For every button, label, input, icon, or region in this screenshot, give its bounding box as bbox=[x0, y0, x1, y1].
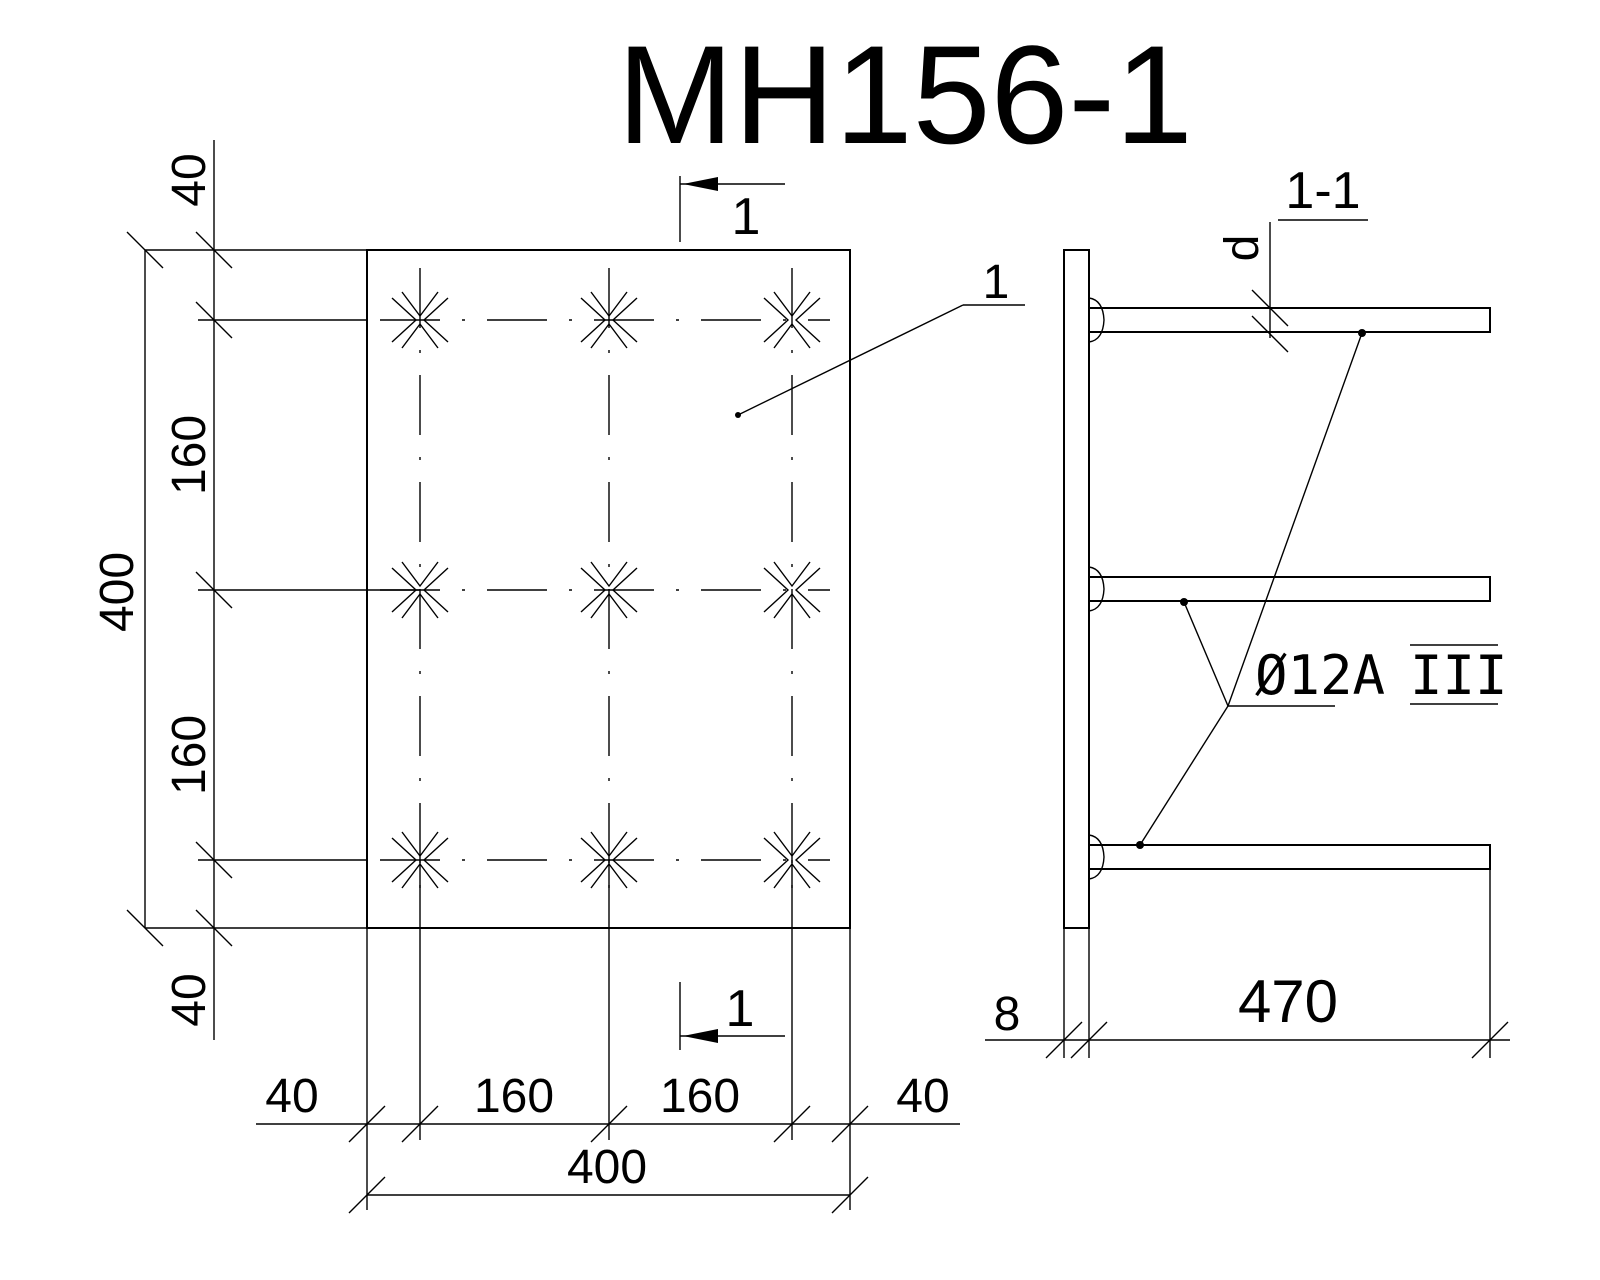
dim-width-spacing-1: 160 bbox=[474, 1070, 554, 1123]
anchor-mark bbox=[580, 831, 638, 889]
part-leader: 1 bbox=[735, 256, 1025, 418]
dim-height-bottom-spacing: 160 bbox=[163, 715, 216, 795]
section-view: 1-1 d Ø12A III bbox=[985, 162, 1510, 1059]
section-cut-bottom: 1 bbox=[679, 980, 785, 1050]
rebar-class-label: III bbox=[1410, 644, 1508, 707]
rebar-diameter-label: Ø12A bbox=[1255, 644, 1385, 707]
section-marker-bottom: 1 bbox=[726, 980, 755, 1038]
anchor-mark bbox=[580, 291, 638, 349]
section-marker-top: 1 bbox=[732, 188, 761, 246]
anchor-mark bbox=[391, 831, 449, 889]
dim-height-bottom-margin: 40 bbox=[163, 973, 216, 1026]
anchor-mark bbox=[391, 291, 449, 349]
vertical-dimensions: 40 160 160 40 400 bbox=[91, 140, 420, 1040]
rebar-anchor-top bbox=[1088, 307, 1491, 333]
dim-height-top-margin: 40 bbox=[163, 153, 216, 206]
dim-width-left-margin: 40 bbox=[265, 1070, 318, 1123]
dim-width-total: 400 bbox=[567, 1141, 647, 1194]
rebar-anchors bbox=[1088, 297, 1491, 880]
dim-width-spacing-2: 160 bbox=[660, 1070, 740, 1123]
thickness-symbol: d bbox=[1216, 235, 1269, 262]
anchor-mark bbox=[763, 291, 821, 349]
plate-section bbox=[1063, 249, 1090, 929]
rebar-leader: Ø12A III bbox=[1136, 329, 1508, 849]
anchor-mark bbox=[763, 831, 821, 889]
dim-width-right-margin: 40 bbox=[896, 1070, 949, 1123]
drawing-title: MH156-1 bbox=[617, 16, 1193, 173]
dim-height-total: 400 bbox=[91, 552, 144, 632]
dim-height-top-spacing: 160 bbox=[163, 415, 216, 495]
dim-anchor-length: 470 bbox=[1238, 968, 1338, 1035]
part-number-label: 1 bbox=[983, 256, 1010, 309]
section-cut-top: 1 bbox=[679, 176, 785, 246]
dim-plate-thickness: 8 bbox=[994, 988, 1021, 1041]
rebar-anchor-bottom bbox=[1088, 844, 1491, 870]
center-lines bbox=[380, 268, 830, 910]
anchor-mark bbox=[763, 561, 821, 619]
thickness-marker: d bbox=[1216, 222, 1289, 353]
anchor-mark bbox=[580, 561, 638, 619]
section-dimensions: 8 470 bbox=[985, 869, 1510, 1059]
section-title: 1-1 bbox=[1285, 162, 1360, 220]
plan-view: 1 1 1 40 160 160 40 bbox=[91, 140, 1025, 1214]
horizontal-dimensions: 40 160 160 40 400 bbox=[256, 860, 960, 1214]
rebar-anchor-middle bbox=[1088, 576, 1491, 602]
